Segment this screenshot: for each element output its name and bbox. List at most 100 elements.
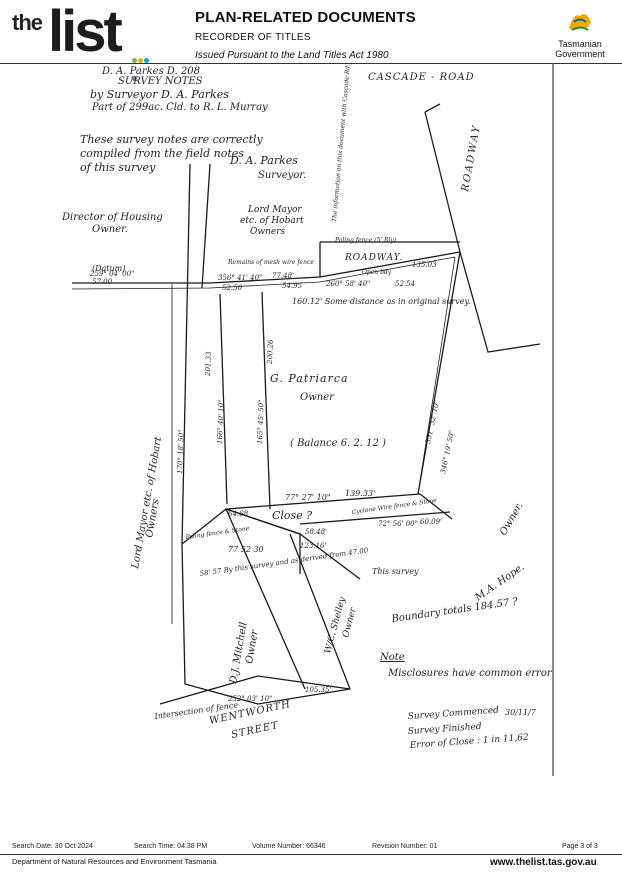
bearing-16: 201.33: [204, 351, 213, 377]
logo-list-text: list: [48, 0, 123, 64]
bearing-2: 77.48': [272, 272, 294, 280]
commenced-date: 30/11/7: [505, 708, 537, 717]
note-text: Misclosures have common error: [387, 668, 553, 679]
fence-note-1: Paling fence & Stone: [184, 525, 250, 541]
bearing-8: 60.09': [420, 518, 442, 526]
boundary-top: [72, 251, 461, 284]
survey-part-line: Part of 299ac. Cld. to R. L. Murray: [91, 102, 268, 113]
hope-owner: Owner.: [498, 501, 526, 538]
close-question: Close ?: [272, 509, 312, 522]
roadway-west-line: [424, 111, 461, 253]
lot-line-mid: [261, 291, 271, 510]
bearing-10: 77 52 30: [228, 545, 264, 554]
survey-finished: Survey Finished: [408, 722, 483, 737]
bearing-13: 252° 03' 10": [227, 695, 272, 703]
bearing-24: 52.54: [395, 280, 415, 288]
cert-line-1: These survey notes are correctly: [80, 133, 264, 146]
logo-dot: [138, 58, 143, 63]
patriarca-owner: Owner: [300, 392, 335, 403]
cascade-road-label: CASCADE - ROAD: [368, 72, 475, 83]
roadway-vertical-label: ROADWAY: [460, 123, 483, 193]
bearing-9: 64.68: [228, 510, 249, 518]
bearing-3: 260° 58' 40": [325, 280, 370, 288]
bearing-1: 356° 41' 40": [218, 274, 262, 282]
bearing-7: 72° 56' 00": [378, 520, 418, 528]
bearing-22: 52.50: [222, 284, 243, 292]
shelley-east: [289, 533, 351, 690]
fence-right: [417, 256, 456, 495]
roadway-top: [424, 103, 441, 113]
bearing-5: 77° 27' 10": [285, 493, 331, 502]
bearing-25: 135.03: [412, 261, 437, 269]
roadway-label: ROADWAY.: [344, 253, 403, 263]
street-label: STREET: [230, 720, 280, 741]
roadway-east-line: [459, 251, 541, 353]
bearing-21: 57.00: [92, 278, 113, 286]
hope-label: M.A. Hope.: [473, 562, 527, 604]
boundary-totals: Boundary totals 184.57 ?: [390, 596, 519, 625]
gov-line-2: Government: [555, 49, 605, 59]
director-owner: Owner.: [92, 224, 128, 235]
boundary-left-top: [201, 163, 211, 289]
logo-dots: [132, 50, 152, 86]
south-parcel-west: [181, 543, 351, 705]
bearing-26: 170° 18' 50": [176, 430, 186, 475]
bearing-15: 346° 19' 50": [439, 429, 456, 474]
director-of-housing: Director of Housing: [61, 212, 163, 223]
bearing-14: 351° 32' 10": [424, 399, 441, 444]
document-subtitle: RECORDER OF TITLES: [195, 32, 311, 43]
this-survey-label: This survey: [372, 567, 419, 576]
revision-number: Revision Number: 01: [372, 843, 438, 850]
bearing-12: 105.35': [305, 686, 331, 694]
footer-divider: [0, 854, 622, 855]
note-heading: Note: [379, 652, 405, 663]
lord-mayor-top-2: etc. of Hobart: [240, 216, 304, 226]
bearing-17: 200.26: [266, 339, 275, 365]
issued-pursuant-text: Issued Pursuant to the Land Titles Act 1…: [195, 50, 389, 61]
bearing-4: 160.12' Some distance as in original sur…: [292, 297, 470, 306]
survey-ref: D. A. Parkes D. 208: [101, 66, 200, 77]
survey-linework: [71, 64, 554, 776]
lord-mayor-top-1: Lord Mayor: [247, 205, 302, 215]
boundary-right: [417, 251, 461, 495]
lord-mayor-top-3: Owners: [250, 227, 286, 237]
datum-label: (Datum): [92, 264, 125, 273]
survey-heading: SURVEY NOTES: [118, 76, 203, 87]
volume-number: Volume Number: 66346: [252, 843, 326, 850]
department-name: Department of Natural Resources and Envi…: [12, 857, 217, 866]
bearing-20: 123.16': [300, 542, 326, 550]
surveyor-signature: D. A. Parkes: [229, 154, 298, 167]
logo-dot: [144, 58, 149, 63]
bearing-datum: 259° 04' 00": [89, 270, 134, 278]
fence-note-4: Paling fence (5' Rly): [334, 237, 397, 244]
header-divider: [0, 63, 622, 64]
fence-line-south: [299, 511, 451, 525]
mitchell-shelley-divide: [225, 508, 306, 690]
survey-commenced: Survey Commenced: [408, 706, 500, 722]
survey-plan-drawing: D. A. Parkes D. 208 SURVEY NOTES by Surv…: [61, 64, 554, 776]
balance-label: ( Balance 6. 2. 12 ): [290, 438, 386, 449]
logo-the-text: the: [12, 10, 43, 35]
bearing-23: 54.95: [282, 282, 303, 290]
cert-line-3: of this survey: [80, 161, 156, 174]
cascade-info-note: The information on this document with Ca…: [331, 64, 358, 222]
document-title: PLAN-RELATED DOCUMENTS: [195, 9, 416, 26]
logo-dot: [132, 58, 137, 63]
survey-by-line: by Surveyor D. A. Parkes: [90, 88, 229, 101]
bearing-11: 58.48': [305, 528, 327, 536]
website-link[interactable]: www.thelist.tas.gov.au: [490, 857, 597, 868]
fence-top: [71, 256, 456, 290]
south-east-corner: [419, 493, 453, 520]
gov-line-1: Tasmanian: [558, 39, 602, 49]
bearing-18: 166° 40' 10": [216, 400, 226, 445]
boundary-left: [181, 163, 191, 545]
bearing-6: 139.33': [345, 489, 375, 498]
fence-note-2: Cyclone Wire fence & Stone: [351, 497, 437, 516]
surveyor-label: Surveyor.: [258, 170, 306, 181]
search-time: Search Time: 04:38 PM: [134, 843, 208, 850]
tasmanian-government-logo: Tasmanian Government: [548, 8, 612, 64]
lot-line-west: [219, 293, 228, 505]
page-number: Page 3 of 3: [562, 843, 598, 850]
cert-line-2: compiled from the field notes: [80, 147, 244, 160]
tasmanian-devil-crest-icon: [569, 14, 591, 31]
